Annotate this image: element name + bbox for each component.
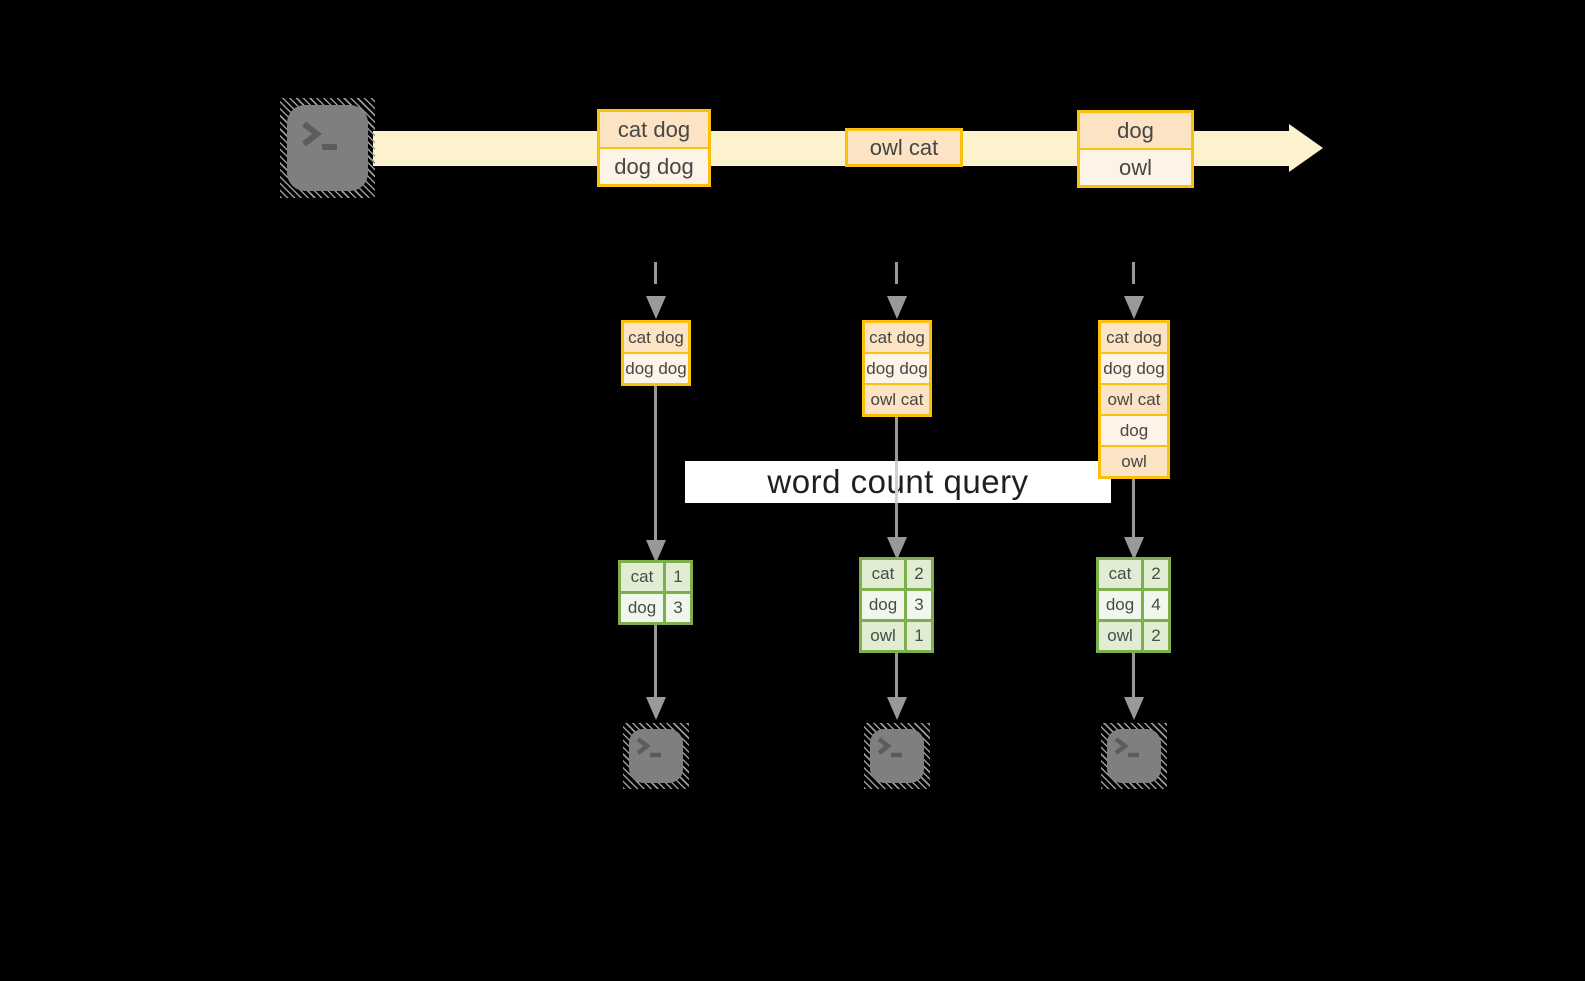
- word-cell: cat: [1099, 560, 1141, 588]
- stream-arrowhead-icon: [1289, 124, 1323, 172]
- count-cell: 4: [1144, 591, 1168, 619]
- stack-cell: dog dog: [1101, 354, 1167, 383]
- count-cell: 1: [907, 622, 931, 650]
- stack-cell: cat dog: [865, 323, 929, 352]
- stack-cell: dog dog: [624, 354, 688, 383]
- stack-cell: cat dog: [624, 323, 688, 352]
- output-line-1: [654, 625, 657, 698]
- stack-cell: owl cat: [865, 385, 929, 414]
- stack-cell: dog dog: [865, 354, 929, 383]
- input-table-stack-1: cat dog dog dog: [621, 320, 691, 386]
- message-cell: dog dog: [600, 149, 708, 184]
- result-arrowhead-2: [887, 537, 907, 560]
- message-box-1: cat dog dog dog: [597, 109, 711, 187]
- count-cell: 3: [666, 594, 690, 622]
- terminal-prompt-icon: [1114, 737, 1139, 758]
- output-line-2: [895, 653, 898, 698]
- output-arrowhead-2: [887, 697, 907, 720]
- stack-cell: owl: [1101, 447, 1167, 476]
- terminal-prompt-icon: [877, 737, 902, 758]
- message-cell: cat dog: [600, 112, 708, 147]
- terminal-sink-icon-2: [864, 723, 930, 789]
- input-table-stack-3: cat dog dog dog owl cat dog owl: [1098, 320, 1170, 479]
- query-line-2-overlay: [895, 461, 898, 503]
- count-cell: 2: [907, 560, 931, 588]
- query-label-box: word count query: [685, 461, 1111, 503]
- count-cell: 1: [666, 563, 690, 591]
- ingest-arrow-dash-1: [654, 262, 657, 284]
- message-box-2: owl cat: [845, 128, 963, 167]
- terminal-source-icon: [280, 98, 375, 198]
- output-arrowhead-1: [646, 697, 666, 720]
- word-cell: dog: [862, 591, 904, 619]
- ingest-arrow-dash-2: [895, 262, 898, 284]
- word-cell: dog: [621, 594, 663, 622]
- ingest-arrowhead-2: [887, 296, 907, 319]
- output-arrowhead-3: [1124, 697, 1144, 720]
- word-cell: owl: [1099, 622, 1141, 650]
- result-arrowhead-3: [1124, 537, 1144, 560]
- count-cell: 2: [1144, 560, 1168, 588]
- result-arrowhead-1: [646, 540, 666, 563]
- stack-cell: cat dog: [1101, 323, 1167, 352]
- terminal-prompt-icon: [636, 737, 661, 758]
- terminal-sink-icon-3: [1101, 723, 1167, 789]
- wordcount-table-3: cat 2 dog 4 owl 2: [1096, 557, 1171, 653]
- ingest-arrow-dash-3: [1132, 262, 1135, 284]
- message-cell: owl cat: [848, 131, 960, 164]
- word-cell: cat: [862, 560, 904, 588]
- ingest-arrowhead-1: [646, 296, 666, 319]
- ingest-arrowhead-3: [1124, 296, 1144, 319]
- wordcount-table-2: cat 2 dog 3 owl 1: [859, 557, 934, 653]
- count-cell: 3: [907, 591, 931, 619]
- terminal-sink-icon-1: [623, 723, 689, 789]
- word-cell: dog: [1099, 591, 1141, 619]
- count-cell: 2: [1144, 622, 1168, 650]
- terminal-prompt-icon: [302, 121, 337, 150]
- message-cell: dog: [1080, 113, 1191, 148]
- query-line-1: [654, 386, 657, 542]
- wordcount-table-1: cat 1 dog 3: [618, 560, 693, 625]
- word-cell: owl: [862, 622, 904, 650]
- word-cell: cat: [621, 563, 663, 591]
- input-table-stack-2: cat dog dog dog owl cat: [862, 320, 932, 417]
- stack-cell: dog: [1101, 416, 1167, 445]
- stack-cell: owl cat: [1101, 385, 1167, 414]
- output-line-3: [1132, 653, 1135, 698]
- message-box-3: dog owl: [1077, 110, 1194, 188]
- query-line-3: [1132, 475, 1135, 542]
- message-cell: owl: [1080, 150, 1191, 185]
